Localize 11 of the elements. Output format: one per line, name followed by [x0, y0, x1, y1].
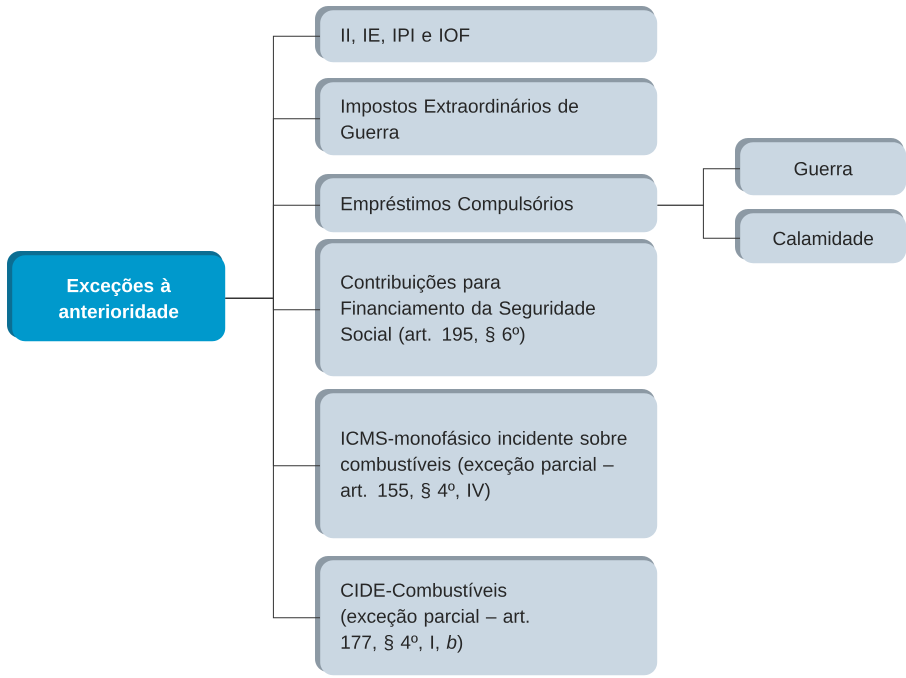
- topic-box: II, IE, IPI e IOF: [315, 6, 658, 62]
- topic-box: ICMS-monofásico incidente sobre combustíveis (exceção parcial – art. 155, § 4º, IV): [315, 389, 658, 538]
- topic-box: Calamidade: [735, 209, 906, 264]
- heading-box: Exceções à anterioridade: [7, 251, 226, 342]
- topic-box: Impostos Extraordinários de Guerra: [315, 78, 658, 156]
- topic-box: Empréstimos Compulsórios: [315, 174, 658, 232]
- topic-box: Contribuições para Financiamento da Seguridade Social (art. 195, § 6º): [315, 239, 658, 376]
- connector-line: [224, 298, 320, 618]
- connector-line: [656, 204, 740, 239]
- topic-box: Guerra: [735, 138, 906, 196]
- topic-box: CIDE-Combustíveis (exceção parcial – art. 177, § 4º, I, b): [315, 556, 658, 676]
